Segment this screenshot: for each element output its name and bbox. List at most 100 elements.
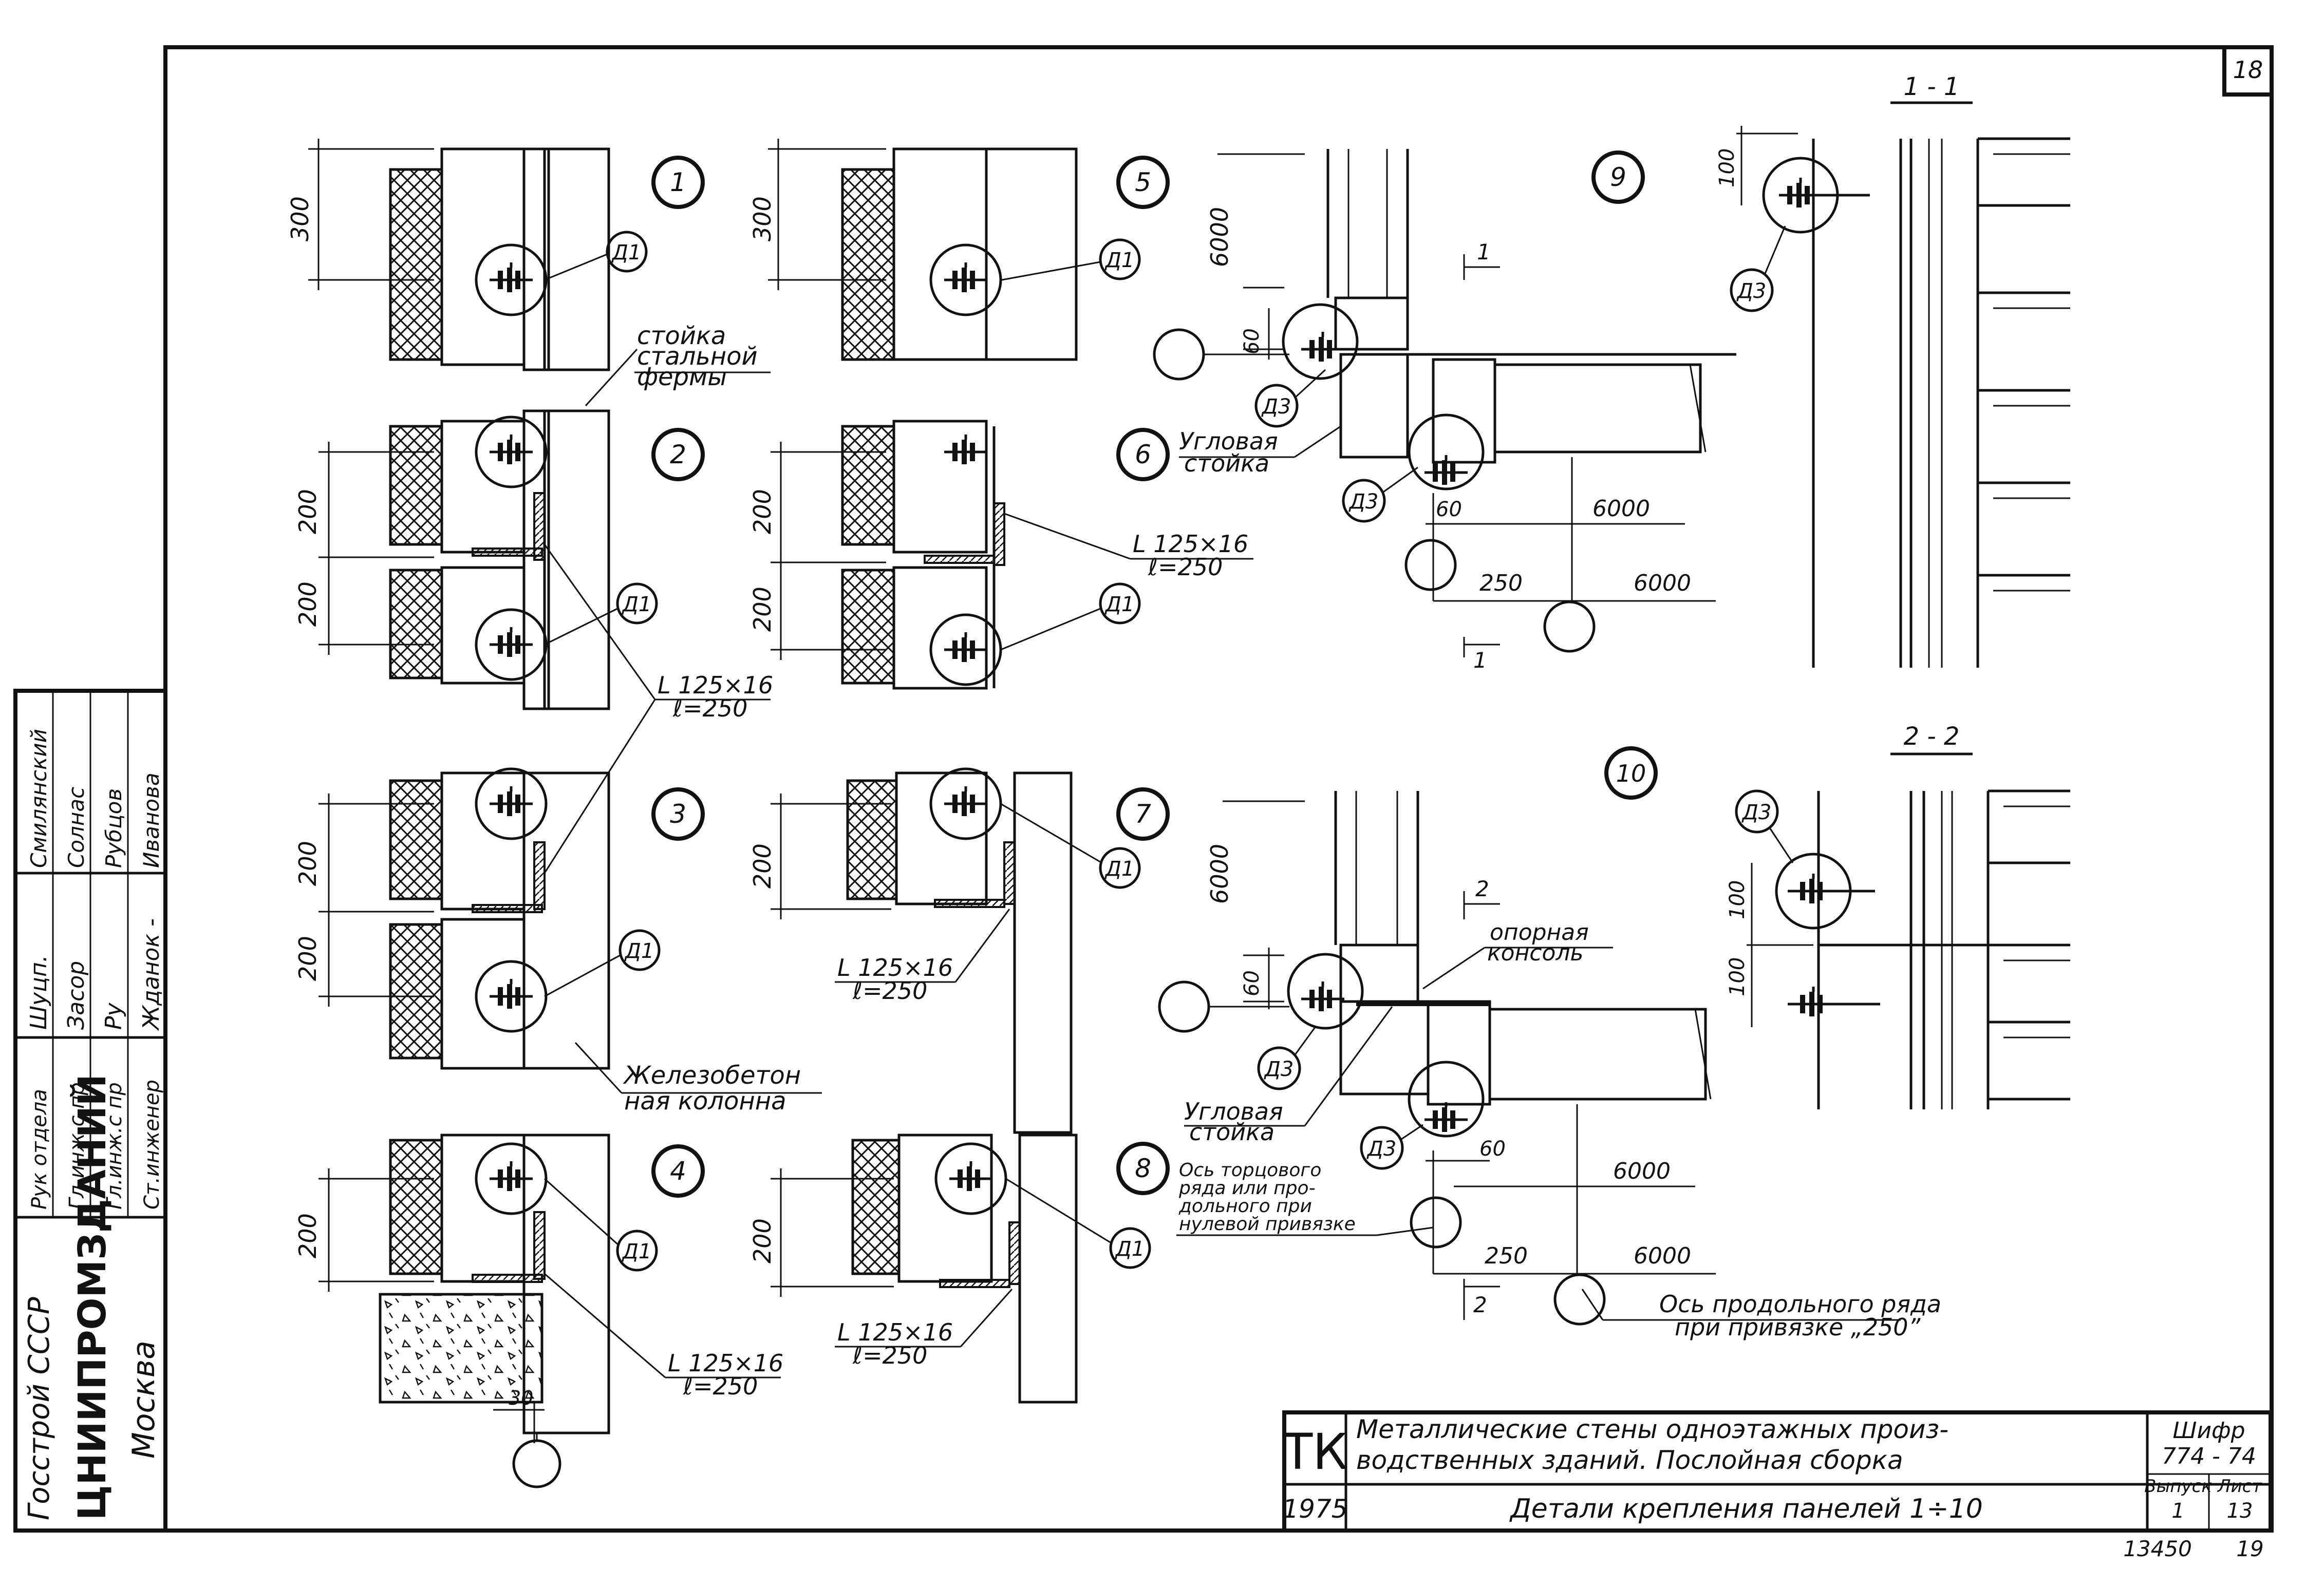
callout-d3-e: Д3 — [1366, 1137, 1397, 1161]
label-steel-post-2: стальной — [637, 342, 758, 371]
stamp-signature-2: Засор — [63, 961, 89, 1030]
cut-label-2-bottom: 2 — [1473, 1292, 1487, 1317]
callout-d1-e: Д1 — [1104, 249, 1135, 272]
dim-200-i: 200 — [748, 1218, 776, 1263]
dim-250-b: 250 — [1485, 1243, 1528, 1269]
dim-100-a: 100 — [1715, 148, 1739, 187]
label-support-console-2: консоль — [1487, 940, 1583, 966]
dim-200-c: 200 — [294, 841, 322, 886]
page-number: 18 — [2233, 56, 2263, 84]
detail-6: 6 200 200 Д1 L 125×16 ℓ=250 — [748, 420, 1253, 690]
cipher-label: Шифр — [2172, 1418, 2245, 1444]
callout-d1-d: Д1 — [622, 1240, 652, 1263]
detail-10: 10 6000 60 2 опорная консоль Д3 Д3 Углов… — [1158, 746, 1941, 1341]
dim-100-b: 100 — [1726, 880, 1749, 919]
dim-60-a: 60 — [1240, 328, 1264, 354]
title-line-1: Металлические стены одноэтажных произ- — [1356, 1414, 1948, 1444]
callout-d1-f: Д1 — [1104, 593, 1135, 616]
section-label-2-2: 2 - 2 — [1904, 722, 1960, 751]
stamp-org-1: Госстрой СССР — [23, 1297, 56, 1520]
sheet-value: 13 — [2227, 1499, 2253, 1523]
detail-number-3: 3 — [670, 799, 686, 829]
detail-number-7: 7 — [1135, 799, 1151, 829]
label-corner-post-b2: стойка — [1189, 1118, 1275, 1146]
label-end-axis-4: нулевой привязке — [1179, 1214, 1356, 1235]
label-rc-column-1: Железобетон — [623, 1061, 801, 1090]
callout-d1-a: Д1 — [611, 241, 642, 265]
detail-8: 8 200 Д1 L 125×16 ℓ=250 — [748, 1134, 1170, 1404]
dim-250-a: 250 — [1479, 570, 1523, 596]
label-angle-e1: L 125×16 — [837, 1318, 953, 1346]
callout-d1-c: Д1 — [624, 939, 654, 963]
stamp-org-2: ЦНИИПРОМЗДАНИЙ — [69, 1074, 115, 1520]
detail-2: 2 200 200 Д1 — [294, 409, 705, 710]
detail-number-9: 9 — [1610, 162, 1626, 192]
dim-300-a: 300 — [286, 196, 314, 241]
label-long-axis-2: при привязке „250” — [1675, 1313, 1921, 1341]
dim-6000-b: 6000 — [1592, 496, 1650, 522]
detail-number-2: 2 — [670, 440, 686, 469]
section-label-1-1: 1 - 1 — [1904, 72, 1960, 101]
callout-d3-a: Д3 — [1261, 395, 1291, 419]
label-angle-c2: ℓ=250 — [852, 977, 927, 1005]
label-angle-d1: L 125×16 — [668, 1349, 783, 1377]
title-block: ТК Металлические стены одноэтажных произ… — [1282, 1410, 2273, 1533]
cut-label-1-top: 1 — [1477, 239, 1491, 265]
dim-200-f: 200 — [748, 489, 776, 534]
stamp-name-4: Иванова — [139, 772, 164, 868]
dim-200-g: 200 — [748, 587, 776, 632]
stamp-org-3: Москва — [126, 1340, 162, 1459]
title-line-2: водственных зданий. Послойная сборка — [1356, 1445, 1903, 1475]
stamp-role-1: Рук отдела — [28, 1089, 51, 1210]
callout-d1-h: Д1 — [1115, 1237, 1145, 1261]
detail-number-6: 6 — [1135, 440, 1151, 469]
label-angle-c1: L 125×16 — [837, 954, 953, 981]
detail-number-5: 5 — [1135, 167, 1151, 197]
cut-label-1-bottom: 1 — [1473, 648, 1487, 673]
stamp-name-3: Рубцов — [101, 788, 126, 868]
dim-6000-d: 6000 — [1206, 844, 1233, 904]
detail-number-8: 8 — [1135, 1154, 1151, 1183]
detail-3: 3 200 200 Д1 — [294, 767, 705, 1070]
stamp-signature-3: Ру — [101, 1002, 127, 1030]
label-rc-column-2: ная колонна — [624, 1087, 786, 1116]
approval-stamp: Госстрой СССР ЦНИИПРОМЗДАНИЙ Москва Рук … — [13, 689, 167, 1533]
label-end-axis-3: дольного при — [1178, 1196, 1312, 1217]
page-number-box — [2222, 45, 2274, 97]
dim-30: 30 — [509, 1387, 533, 1409]
tk-mark: ТК — [1282, 1423, 1348, 1481]
dim-60-b: 60 — [1436, 498, 1462, 521]
label-long-axis-1: Ось продольного ряда — [1659, 1290, 1941, 1318]
dim-100-c: 100 — [1726, 957, 1749, 996]
label-angle-a1: L 125×16 — [658, 671, 773, 699]
dim-6000-f: 6000 — [1634, 1243, 1691, 1269]
dim-60-c: 60 — [1240, 970, 1264, 996]
label-corner-post-b1: Угловая — [1184, 1098, 1283, 1125]
dim-300-b: 300 — [748, 196, 776, 241]
dim-200-a: 200 — [294, 489, 322, 534]
label-steel-post-1: стойка — [637, 322, 726, 350]
detail-number-4: 4 — [670, 1156, 686, 1186]
section-2-2: 2 - 2 100 100 Д3 — [1726, 722, 2070, 1109]
label-angle-d2: ℓ=250 — [683, 1372, 758, 1400]
label-corner-post-a2: стойка — [1184, 449, 1269, 477]
callout-d3-f: Д3 — [1741, 801, 1772, 824]
subtitle: Детали крепления панелей 1÷10 — [1509, 1494, 1983, 1524]
callout-d3-c: Д3 — [1736, 279, 1767, 303]
dim-200-h: 200 — [748, 843, 776, 889]
label-corner-post-a1: Угловая — [1179, 427, 1278, 455]
dim-200-e: 200 — [294, 1213, 322, 1258]
issue-label: Выпуск — [2144, 1476, 2212, 1497]
section-1-1: 1 - 1 100 Д3 — [1715, 72, 2070, 668]
dim-6000-e: 6000 — [1613, 1158, 1671, 1184]
dim-200-b: 200 — [294, 581, 322, 627]
detail-5: 5 300 Д1 — [748, 139, 1170, 361]
stamp-name-2: Солнас — [64, 787, 89, 868]
stamp-role-3: Гл.инж.с пр — [103, 1082, 126, 1210]
detail-9: 9 6000 60 1 Д3 Д3 Угловая стойка 60 6000… — [1153, 149, 1736, 673]
detail-number-1: 1 — [670, 167, 686, 197]
bottom-page: 19 — [2236, 1536, 2263, 1561]
cut-label-2-top: 2 — [1475, 876, 1489, 901]
